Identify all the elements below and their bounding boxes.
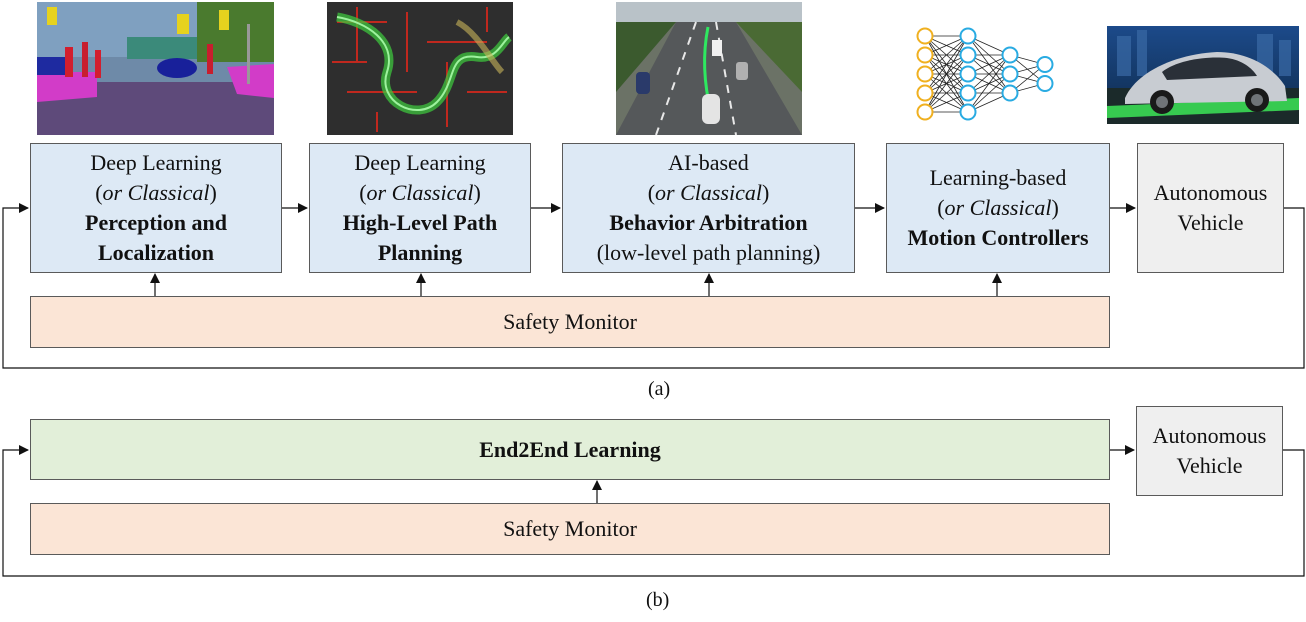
neuron-node bbox=[1001, 84, 1019, 102]
neural-network-icon bbox=[913, 26, 1058, 123]
motion-controllers-module: Learning-based (or Classical) Motion Con… bbox=[886, 143, 1110, 273]
neuron-node bbox=[959, 27, 977, 45]
vehicle-line1: Autonomous bbox=[1152, 423, 1267, 448]
module-line1: AI-based bbox=[668, 150, 749, 175]
neuron-node bbox=[1036, 75, 1054, 92]
neuron-node bbox=[1001, 46, 1019, 64]
feedback-loop-a bbox=[2, 203, 1305, 369]
autonomous-vehicle-box-a: Autonomous Vehicle bbox=[1137, 143, 1284, 273]
neuron-node bbox=[959, 65, 977, 83]
end2end-label: End2End Learning bbox=[479, 436, 661, 462]
neuron-node bbox=[1001, 65, 1019, 83]
module-line1: Deep Learning bbox=[354, 150, 486, 175]
safety-monitor-label: Safety Monitor bbox=[503, 516, 637, 541]
module-alternative: (or Classical) bbox=[359, 180, 481, 205]
segmented-street-scene-image bbox=[37, 2, 274, 135]
perception-localization-module: Deep Learning (or Classical) Perception … bbox=[30, 143, 282, 273]
behavior-arbitration-module: AI-based (or Classical) Behavior Arbitra… bbox=[562, 143, 855, 273]
autonomous-car-image bbox=[1107, 26, 1299, 124]
module-alternative: (or Classical) bbox=[95, 180, 217, 205]
neuron-node bbox=[959, 103, 977, 121]
autonomous-vehicle-box-b: Autonomous Vehicle bbox=[1136, 406, 1283, 496]
neuron-node bbox=[916, 84, 934, 102]
high-level-path-planning-module: Deep Learning (or Classical) High-Level … bbox=[309, 143, 531, 273]
neuron-node bbox=[916, 103, 934, 121]
safety-monitor-b: Safety Monitor bbox=[30, 503, 1110, 555]
safety-monitor-label: Safety Monitor bbox=[503, 309, 637, 334]
module-title-line2: Localization bbox=[97, 240, 215, 265]
path-planning-map-image bbox=[327, 2, 513, 135]
neuron-node bbox=[916, 46, 934, 64]
module-title: Behavior Arbitration bbox=[609, 210, 808, 235]
vehicle-line2: Vehicle bbox=[1177, 210, 1244, 235]
caption-a: (a) bbox=[648, 378, 671, 400]
highway-traffic-image bbox=[616, 2, 802, 135]
module-title: High-Level Path bbox=[342, 210, 498, 235]
module-line1: Learning-based bbox=[929, 165, 1067, 190]
vehicle-line1: Autonomous bbox=[1153, 180, 1268, 205]
neuron-node bbox=[916, 27, 934, 45]
neuron-node bbox=[959, 84, 977, 102]
feedback-loop-b bbox=[2, 445, 1305, 577]
neuron-node bbox=[916, 65, 934, 83]
module-title-line2: Planning bbox=[377, 240, 463, 265]
safety-monitor-a: Safety Monitor bbox=[30, 296, 1110, 348]
module-note: (low-level path planning) bbox=[596, 240, 821, 265]
neuron-node bbox=[1036, 56, 1054, 73]
end2end-learning-module: End2End Learning bbox=[30, 419, 1110, 480]
module-title: Perception and bbox=[85, 210, 227, 235]
caption-b: (b) bbox=[646, 589, 670, 611]
module-line1: Deep Learning bbox=[90, 150, 222, 175]
vehicle-line2: Vehicle bbox=[1176, 453, 1243, 478]
neuron-node bbox=[959, 46, 977, 64]
module-alternative: (or Classical) bbox=[937, 195, 1059, 220]
module-title: Motion Controllers bbox=[907, 225, 1089, 250]
module-alternative: (or Classical) bbox=[647, 180, 770, 205]
